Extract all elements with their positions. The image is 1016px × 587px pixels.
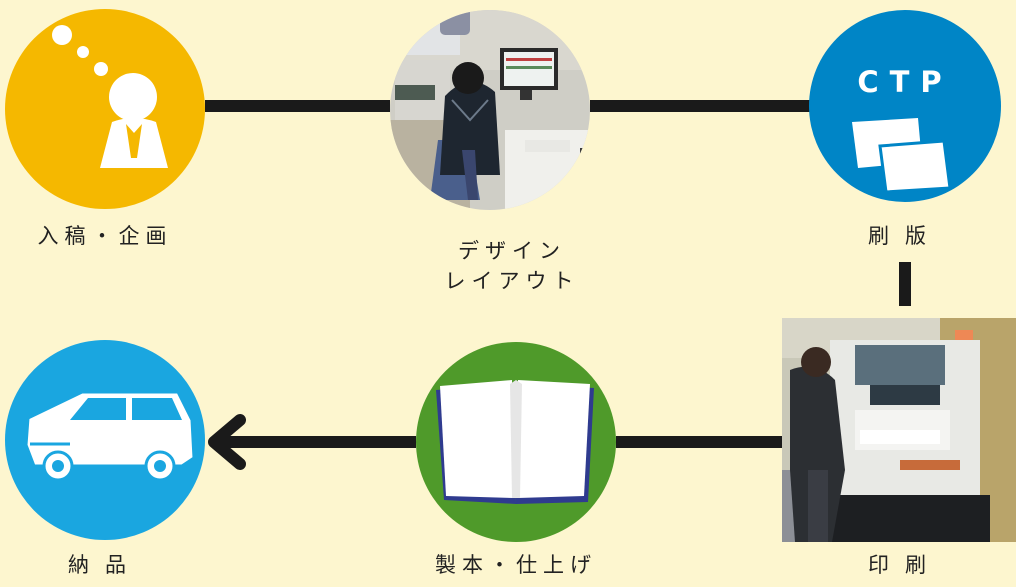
connectors — [205, 100, 911, 448]
step-planning — [5, 9, 205, 209]
label-binding: 製本・仕上げ — [435, 553, 597, 577]
open-book-icon — [436, 380, 594, 504]
planning-circle — [5, 9, 205, 209]
step-delivery — [5, 340, 205, 540]
step-printing — [782, 318, 1016, 542]
label-planning: 入稿・企画 — [37, 224, 173, 248]
label-printing: 印刷 — [868, 553, 942, 577]
offset-press-photo — [782, 318, 1016, 542]
printing-plates-icon — [852, 118, 952, 194]
label-design-line2: レイアウト — [444, 269, 580, 293]
delivery-car-icon — [24, 390, 196, 482]
step-binding — [416, 342, 616, 542]
arrowhead-icon — [208, 414, 246, 470]
label-delivery: 納品 — [68, 553, 142, 577]
label-design: デザイン レイアウト — [392, 236, 632, 296]
label-design-line1: デザイン — [458, 239, 566, 263]
label-ctp: 刷版 — [868, 224, 942, 248]
thinking-person-icon — [52, 25, 168, 168]
ctp-badge: CTP — [857, 65, 952, 99]
step-ctp: CTP — [809, 10, 1001, 202]
